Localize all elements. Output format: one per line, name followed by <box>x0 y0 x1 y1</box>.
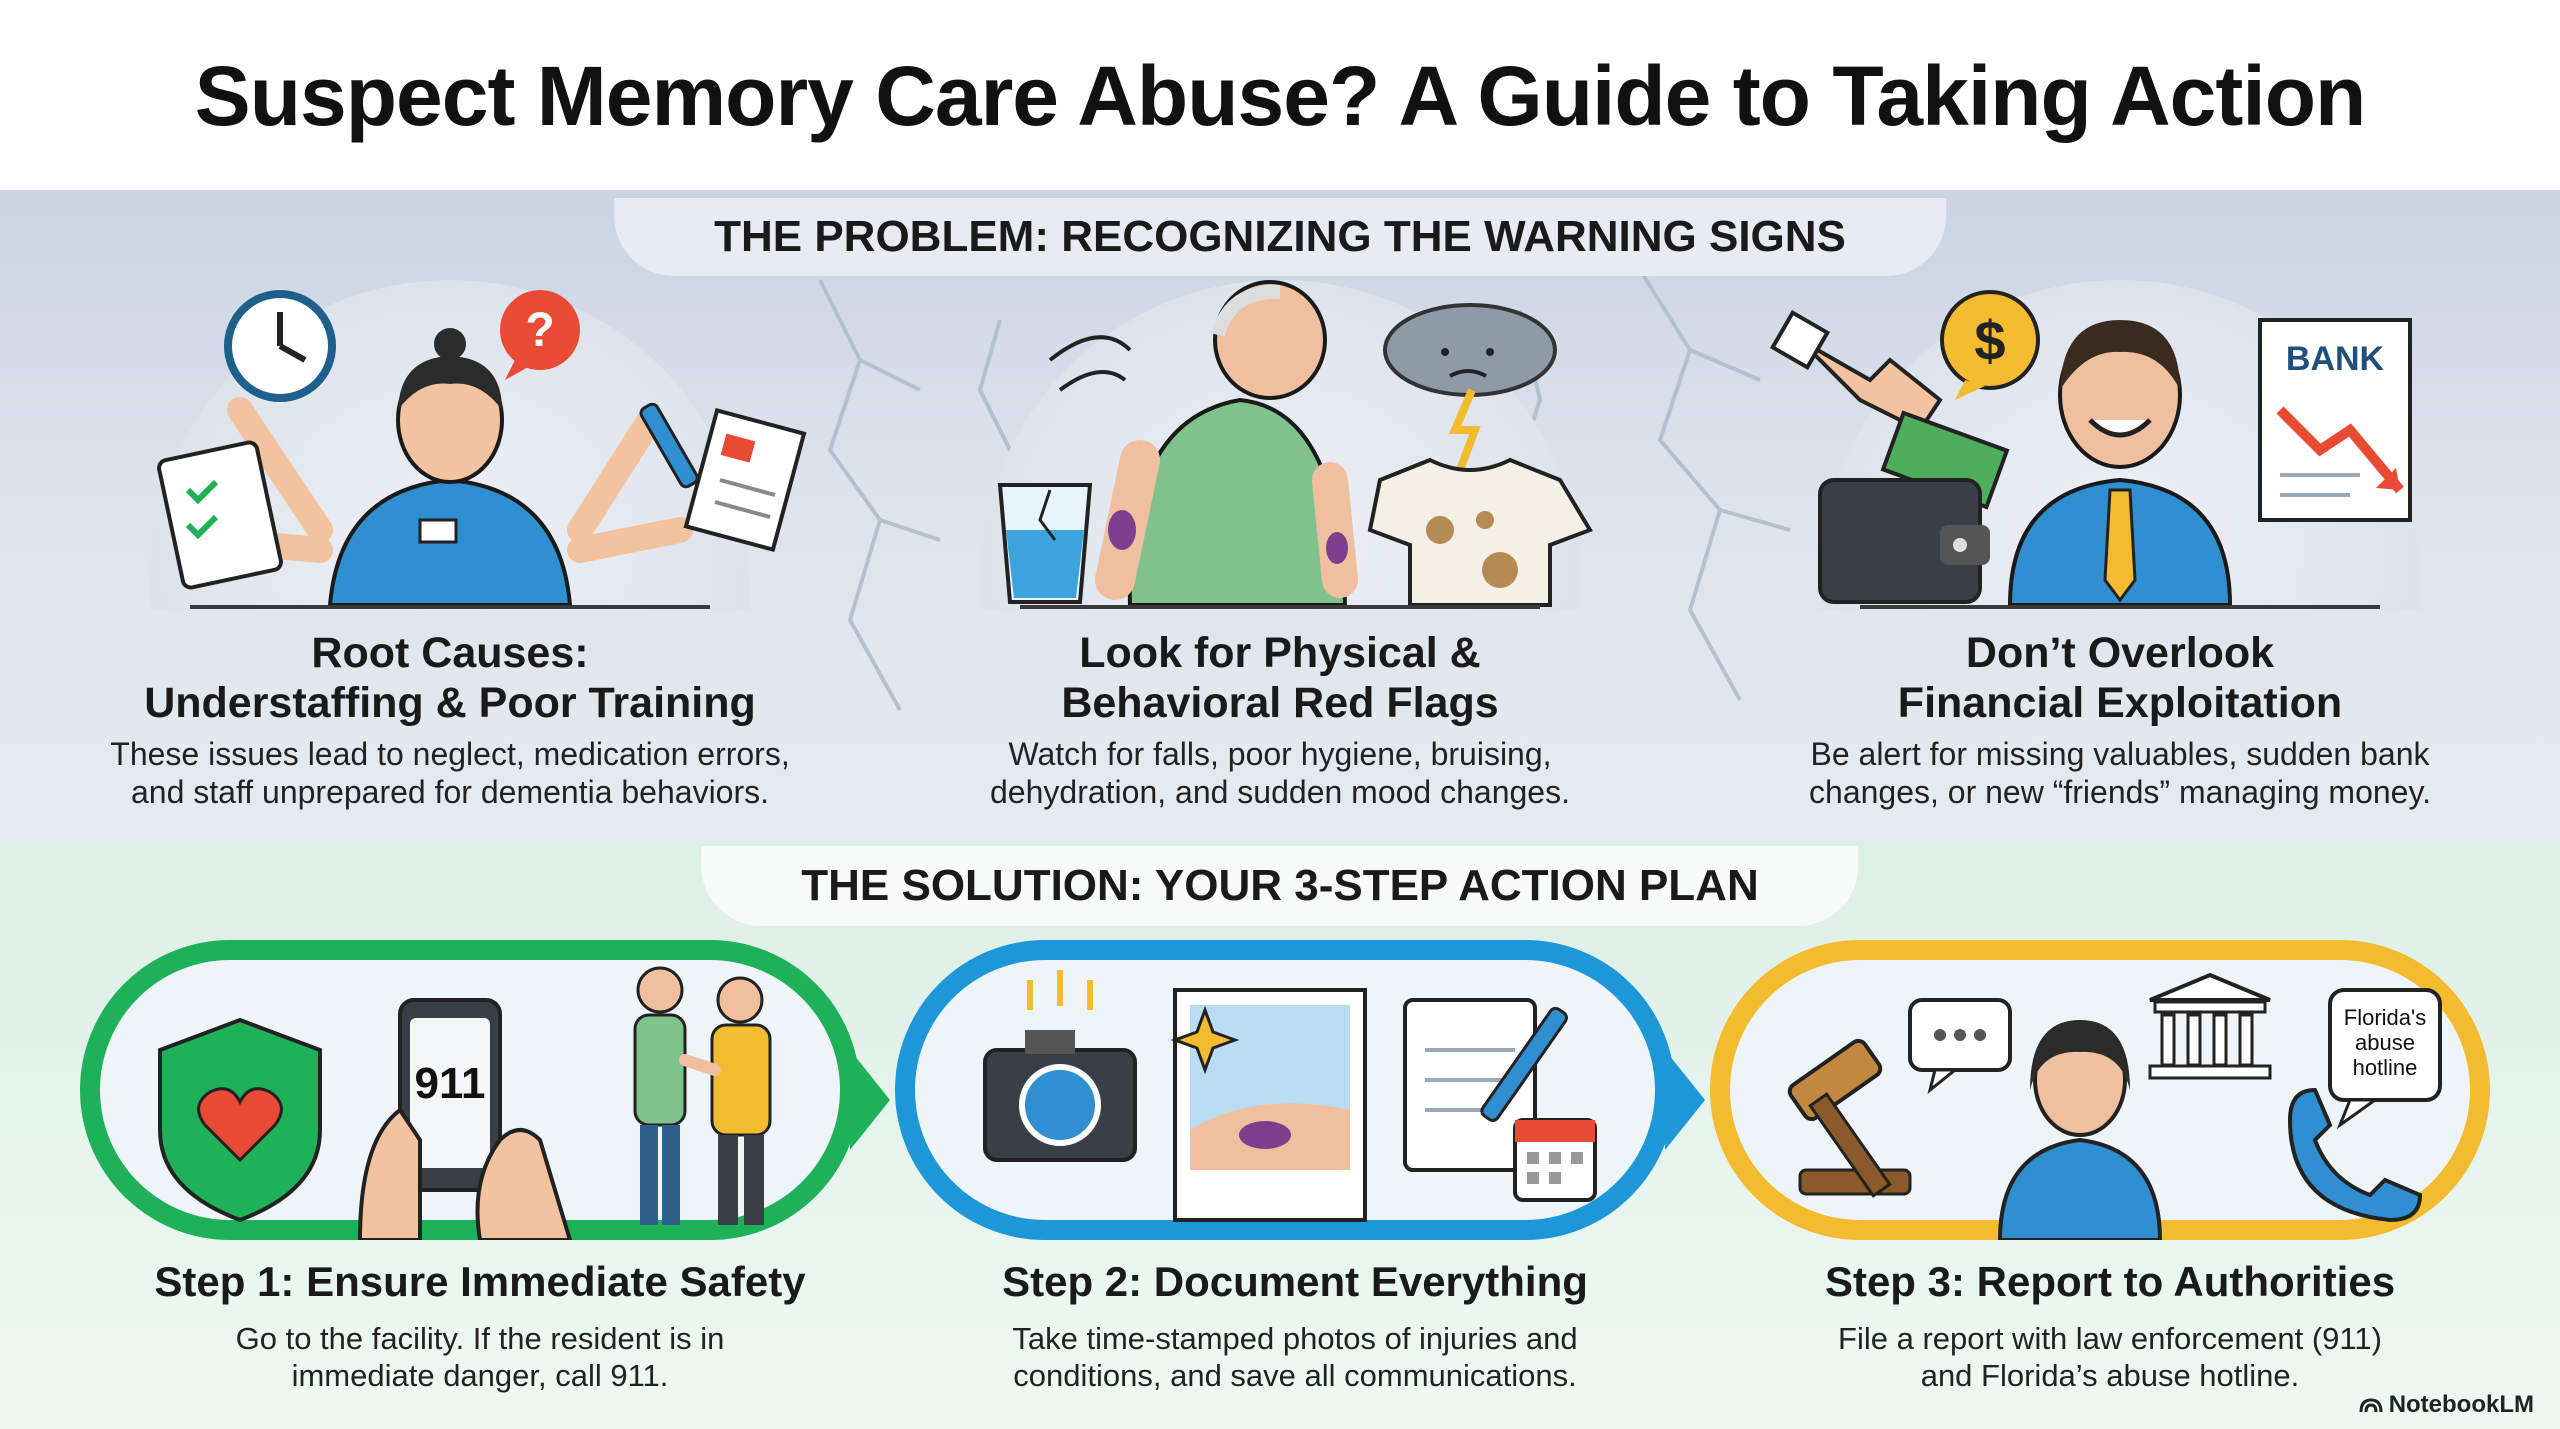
svg-text:hotline: hotline <box>2353 1055 2418 1080</box>
pen-icon <box>639 402 699 489</box>
water-glass-icon <box>997 483 1093 604</box>
red-flags-card: Look for Physical & Behavioral Red Flags… <box>900 280 1660 820</box>
root-causes-card: ? <box>70 280 830 820</box>
question-bubble-icon: ? <box>500 290 580 380</box>
brand-label: NotebookLM <box>2388 1391 2534 1418</box>
chat-bubble-icon <box>1908 998 2012 1094</box>
card-body-line2: dehydration, and sudden mood changes. <box>990 774 1570 810</box>
phone-911-icon: 911 <box>357 998 573 1242</box>
baseline <box>190 605 710 609</box>
gavel-icon <box>1787 1038 1912 1198</box>
card-body-line2: changes, or new “friends” managing money… <box>1809 774 2431 810</box>
step-1-card: 911 Step 1: Ensure Immediate Safety Go t… <box>80 940 890 1420</box>
step-body: File a report with law enforcement (911)… <box>1710 1320 2510 1394</box>
step-body: Take time-stamped photos of injuries and… <box>895 1320 1695 1394</box>
step-title: Step 1: Ensure Immediate Safety <box>154 1258 806 1305</box>
stained-shirt-icon <box>1367 457 1593 607</box>
hotline-bubble: Florida's abuse hotline <box>2328 988 2442 1130</box>
card-body: Be alert for missing valuables, sudden b… <box>1740 735 2500 811</box>
financial-exploitation-card: $ BANK Don’t Overlook Financial Exploita… <box>1740 280 2500 820</box>
step-body-line1: Go to the facility. If the resident is i… <box>235 1321 725 1356</box>
baseline <box>1020 605 1540 609</box>
calendar-icon <box>1513 1118 1597 1202</box>
step-body-line2: and Florida’s abuse hotline. <box>1920 1358 2300 1393</box>
card-title-line1: Look for Physical & <box>1079 629 1481 677</box>
telephone-icon <box>2287 1087 2423 1223</box>
arrow-right-icon <box>850 1050 890 1150</box>
card-title-line2: Financial Exploitation <box>1897 679 2343 727</box>
bruised-elder-icon <box>1048 280 1358 607</box>
card-title-line2: Behavioral Red Flags <box>1061 679 1499 727</box>
step-2-card: Step 2: Document Everything Take time-st… <box>895 940 1705 1420</box>
card-body-line2: and staff unprepared for dementia behavi… <box>130 774 770 810</box>
baseline <box>1860 605 2380 609</box>
svg-text:$: $ <box>1974 309 2005 372</box>
bank-statement-icon: BANK <box>2258 318 2412 522</box>
notepad-icon <box>1403 998 1568 1172</box>
svg-text:abuse: abuse <box>2355 1030 2415 1055</box>
card-title: Look for Physical & Behavioral Red Flags <box>900 628 1660 728</box>
courthouse-icon <box>2148 972 2272 1080</box>
storm-cloud-icon <box>1383 303 1557 472</box>
dollar-bubble-icon: $ <box>1940 290 2040 400</box>
clipboard-icon <box>157 440 283 590</box>
notebooklm-logo-icon <box>2359 1398 2383 1413</box>
step-3-card: Florida's abuse hotline Step 3: Report t… <box>1710 940 2510 1420</box>
solution-heading: THE SOLUTION: YOUR 3-STEP ACTION PLAN <box>701 846 1859 926</box>
arrow-right-icon <box>1665 1050 1705 1150</box>
svg-text:BANK: BANK <box>2286 340 2385 378</box>
step-body-line1: Take time-stamped photos of injuries and <box>1012 1321 1578 1356</box>
document-icon <box>683 407 807 553</box>
clock-icon <box>224 290 336 402</box>
woman-reporter-icon <box>1997 1020 2163 1242</box>
step-title: Step 3: Report to Authorities <box>1824 1258 2396 1305</box>
heart-shield-icon <box>158 1017 322 1223</box>
brand-watermark: NotebookLM <box>2359 1391 2534 1419</box>
title-band <box>0 0 2560 190</box>
card-title-line2: Understaffing & Poor Training <box>144 679 756 727</box>
step-body: Go to the facility. If the resident is i… <box>80 1320 880 1394</box>
card-title: Don’t Overlook Financial Exploitation <box>1740 628 2500 728</box>
wallet-icon <box>1818 478 1990 604</box>
svg-text:?: ? <box>525 304 554 357</box>
card-title-line1: Don’t Overlook <box>1965 629 2275 677</box>
card-body-line1: These issues lead to neglect, medication… <box>110 736 790 772</box>
problem-heading: THE PROBLEM: RECOGNIZING THE WARNING SIG… <box>614 198 1946 276</box>
card-body-line1: Watch for falls, poor hygiene, bruising, <box>1008 736 1552 772</box>
card-title: Root Causes: Understaffing & Poor Traini… <box>70 628 830 728</box>
bruise-photo-icon <box>1170 988 1367 1222</box>
step-body-line2: immediate danger, call 911. <box>291 1358 669 1393</box>
card-body: These issues lead to neglect, medication… <box>70 735 830 811</box>
camera-icon <box>983 970 1137 1162</box>
card-body: Watch for falls, poor hygiene, bruising,… <box>900 735 1660 811</box>
svg-text:Florida's: Florida's <box>2344 1005 2426 1030</box>
step-body-line2: conditions, and save all communications. <box>1013 1358 1577 1393</box>
page-title: Suspect Memory Care Abuse? A Guide to Ta… <box>194 49 2367 143</box>
svg-text:911: 911 <box>415 1059 486 1108</box>
card-body-line1: Be alert for missing valuables, sudden b… <box>1810 736 2430 772</box>
smiling-man-icon <box>2007 320 2233 607</box>
helping-elder-icon <box>633 966 772 1225</box>
step-title: Step 2: Document Everything <box>1002 1258 1588 1305</box>
card-title-line1: Root Causes: <box>311 629 589 677</box>
step-body-line1: File a report with law enforcement (911) <box>1838 1321 2382 1356</box>
